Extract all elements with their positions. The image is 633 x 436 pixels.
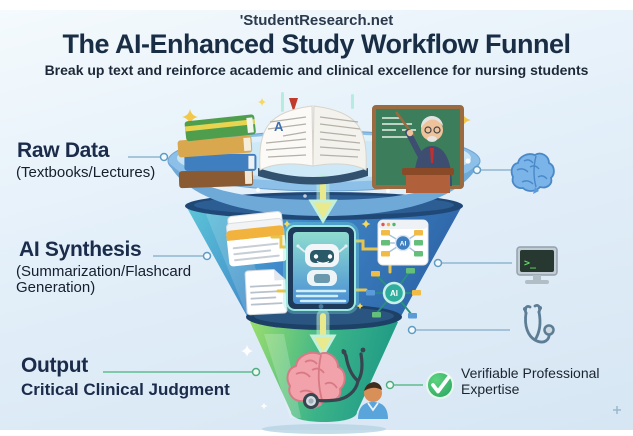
page-title: The AI-Enhanced Study Workflow Funnel [62, 29, 571, 59]
connector-elbows [270, 235, 392, 293]
terminal-icon: >_ [516, 246, 558, 284]
stage-label-raw-data: Raw Data [17, 139, 110, 162]
flashcards-icon [226, 211, 287, 267]
nurse-icon [358, 382, 388, 419]
stage-label-output: Output [21, 354, 89, 377]
stage-sublabel-output: Critical Clinical Judgment [21, 380, 230, 399]
badge-text: Verifiable Professional Expertise [461, 365, 600, 397]
open-book-icon: A [258, 98, 368, 185]
stethoscope-icon [303, 347, 366, 409]
book-letter: A [274, 119, 284, 134]
stage-sublabel-raw-data: (Textbooks/Lectures) [16, 164, 156, 181]
ai-network-icon: AI [366, 268, 421, 319]
books-icon [177, 114, 257, 189]
flow-arrow-bottom [309, 309, 337, 358]
teacher-chalkboard-icon [372, 105, 464, 193]
ai-mindmap-label: AI [400, 241, 407, 248]
site-name: 'StudentResearch.net [239, 12, 394, 29]
blue-brain-icon [510, 152, 555, 194]
funnel-shadow [262, 424, 386, 434]
stage-sublabel-ai-synthesis: (Summarization/Flashcard Generation) [16, 263, 192, 296]
check-icon [426, 371, 454, 399]
label-connectors [103, 152, 512, 390]
ai-network-label: AI [390, 289, 398, 298]
ai-mindmap-icon: AI [377, 219, 429, 266]
stage-label-ai-synthesis: AI Synthesis [19, 238, 142, 261]
stethoscope-outline-icon [523, 303, 555, 344]
terminal-prompt: >_ [524, 258, 537, 269]
ai-robot-tablet-icon [283, 222, 359, 314]
document-icon [244, 268, 288, 316]
page-subtitle: Break up text and reinforce academic and… [44, 62, 589, 78]
